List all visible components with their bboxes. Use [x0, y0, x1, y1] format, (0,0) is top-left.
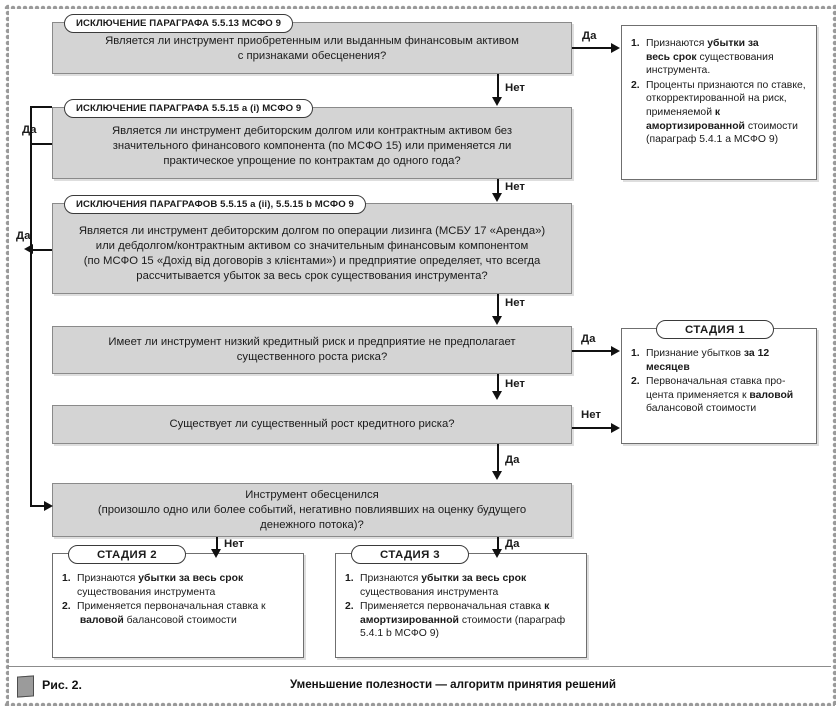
- list-item: Признаются убытки за весь срок существов…: [631, 37, 774, 77]
- list-item: Применяется первоначальная ставка к вало…: [62, 600, 266, 626]
- edge-label-q1-yes: Да: [582, 30, 597, 42]
- left-loop-entry-line: [30, 505, 46, 507]
- question-5-text: Существует ли существенный рост кредитно…: [169, 418, 455, 430]
- edge-q4-yes-arrowhead: [611, 345, 620, 356]
- question-box-1: Является ли инструмент приобретенным или…: [52, 22, 572, 74]
- edge-q5-no-arrowhead: [611, 422, 620, 433]
- question-2-text: Является ли инструмент дебиторским долго…: [111, 125, 513, 167]
- edge-q5-yes-arrowhead: [492, 471, 503, 480]
- list-item: Проценты признаются по ставке, откоррект…: [631, 79, 806, 146]
- list-item: Признаются убытки за весь срок существов…: [345, 572, 527, 598]
- edge-q3-no-arrowhead: [492, 316, 503, 325]
- edge-q1-no-line: [497, 74, 499, 98]
- result-box-top-right: Признаются убытки за весь срок существов…: [621, 25, 817, 180]
- edge-label-q5-yes: Да: [505, 454, 520, 466]
- footer-separator: [8, 666, 831, 667]
- result-box-stage-2: Признаются убытки за весь срок существов…: [52, 553, 304, 658]
- result-stage-2-list: Признаются убытки за весь срок существов…: [62, 572, 294, 627]
- question-box-2: Является ли инструмент дебиторским долго…: [52, 107, 572, 179]
- edge-q3-yes-line: [30, 249, 52, 251]
- question-2-pill-label: ИСКЛЮЧЕНИЕ ПАРАГРАФА 5.5.15 a (i) МСФО 9: [64, 99, 314, 118]
- result-top-right-list: Признаются убытки за весь срок существов…: [631, 37, 807, 147]
- edge-q6-yes-arrowhead: [492, 549, 503, 558]
- stage-3-pill-label: СТАДИЯ 3: [351, 545, 469, 564]
- question-box-6: Инструмент обесценился (произошло одно и…: [52, 483, 572, 537]
- question-3-pill-label: ИСКЛЮЧЕНИЯ ПАРАГРАФОВ 5.5.15 a (ii), 5.5…: [64, 195, 366, 214]
- edge-q5-no-line: [572, 427, 613, 429]
- frame-left-edge: [3, 4, 9, 705]
- edge-q6-no-line: [216, 537, 218, 551]
- list-item: Признаются убытки за весь срок существов…: [62, 572, 244, 598]
- edge-q1-no-arrowhead: [492, 97, 503, 106]
- question-6-text: Инструмент обесценился (произошло одно и…: [97, 488, 527, 531]
- question-box-5: Существует ли существенный рост кредитно…: [52, 405, 572, 444]
- figure-square-icon: [17, 675, 34, 698]
- stage-1-pill-label: СТАДИЯ 1: [656, 320, 774, 339]
- figure-label: Рис. 2.: [42, 678, 82, 692]
- edge-q2-yes-line-h: [30, 143, 52, 145]
- result-box-stage-1: Признание убытков за 12 месяцев Первонач…: [621, 328, 817, 444]
- edge-label-q1-no: Нет: [505, 82, 525, 94]
- edge-q1-yes-line: [572, 47, 613, 49]
- edge-label-q6-yes: Да: [505, 538, 520, 550]
- stage-2-pill-label: СТАДИЯ 2: [68, 545, 186, 564]
- edge-q4-no-arrowhead: [492, 391, 503, 400]
- edge-q6-no-arrowhead: [211, 549, 222, 558]
- edge-q2-yes-line-top: [30, 106, 52, 108]
- edge-q3-no-line: [497, 294, 499, 317]
- edge-label-q3-no: Нет: [505, 297, 525, 309]
- edge-q4-no-line: [497, 374, 499, 392]
- edge-q1-yes-arrowhead: [611, 42, 620, 53]
- question-4-text: Имеет ли инструмент низкий кредитный рис…: [108, 336, 516, 363]
- edge-q4-yes-line: [572, 350, 613, 352]
- frame-right-edge: [830, 4, 836, 705]
- edge-q2-no-line: [497, 179, 499, 194]
- left-loop-trunk: [30, 106, 32, 506]
- frame-bottom-edge: [4, 700, 835, 706]
- question-3-text: Является ли инструмент дебиторским долго…: [78, 225, 546, 282]
- edge-label-q2-no: Нет: [505, 181, 525, 193]
- question-box-4: Имеет ли инструмент низкий кредитный рис…: [52, 326, 572, 374]
- edge-label-q3-yes: Да: [16, 230, 31, 242]
- edge-label-q2-yes: Да: [22, 124, 36, 136]
- question-box-3: Является ли инструмент дебиторским долго…: [52, 203, 572, 294]
- figure-caption: Уменьшение полезности — алгоритм приняти…: [290, 678, 617, 691]
- edge-label-q6-no: Нет: [224, 538, 244, 550]
- result-stage-1-list: Признание убытков за 12 месяцев Первонач…: [631, 347, 807, 416]
- edge-label-q4-yes: Да: [581, 333, 596, 345]
- result-stage-3-list: Признаются убытки за весь срок существов…: [345, 572, 577, 641]
- frame-top-edge: [4, 3, 835, 9]
- list-item: Признание убытков за 12 месяцев: [631, 347, 770, 373]
- edge-label-q5-no: Нет: [581, 409, 601, 421]
- list-item: Первоначальная ставка про­цента применяе…: [631, 375, 794, 415]
- result-box-stage-3: Признаются убытки за весь срок существов…: [335, 553, 587, 658]
- question-1-text: Является ли инструмент приобретенным или…: [105, 35, 519, 62]
- question-1-pill-label: ИСКЛЮЧЕНИЕ ПАРАГРАФА 5.5.13 МСФО 9: [64, 14, 294, 33]
- edge-q2-no-arrowhead: [492, 193, 503, 202]
- edge-q5-yes-line: [497, 444, 499, 472]
- list-item: Применяется первоначальная ставка к амор…: [345, 600, 566, 640]
- left-loop-entry-arrowhead: [44, 500, 53, 511]
- edge-q3-yes-arrowhead: [24, 244, 33, 255]
- edge-label-q4-no: Нет: [505, 378, 525, 390]
- edge-q6-yes-line: [497, 537, 499, 551]
